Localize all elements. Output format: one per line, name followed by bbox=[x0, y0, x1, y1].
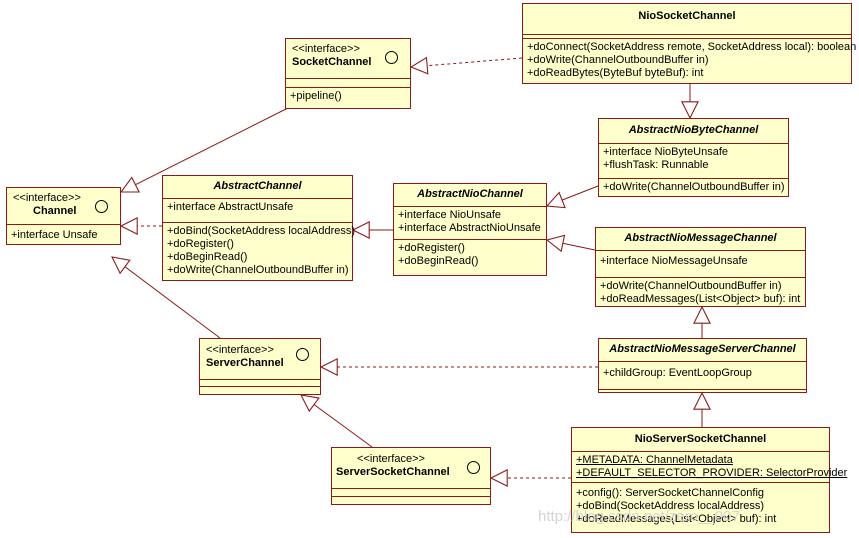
abstract-nio-byte-channel-extends-abstract-nio-channel bbox=[547, 185, 599, 206]
operation: +doRegister() bbox=[167, 238, 234, 250]
operation: +doWrite(ChannelOutboundBuffer in) bbox=[527, 54, 709, 66]
stereotype-label: <<interface>> bbox=[13, 192, 81, 204]
interface-name: ServerChannel bbox=[206, 357, 284, 369]
operations-section: +config(): ServerSocketChannelConfig +do… bbox=[572, 483, 829, 528]
attributes-section: +childGroup: EventLoopGroup bbox=[599, 362, 806, 390]
class-abstract-channel[interactable]: AbstractChannel +interface AbstractUnsaf… bbox=[162, 175, 356, 281]
interface-channel[interactable]: <<interface>> Channel +interface Unsafe bbox=[6, 187, 121, 245]
operations-section: +doWrite(ChannelOutboundBuffer in) bbox=[599, 179, 788, 196]
operation: +doWrite(ChannelOutboundBuffer in) bbox=[167, 264, 349, 276]
attributes-section: +METADATA: ChannelMetadata +DEFAULT_SELE… bbox=[572, 452, 848, 483]
operations-section: +doWrite(ChannelOutboundBuffer in) +doRe… bbox=[596, 278, 805, 308]
operations-section: +interface Unsafe bbox=[7, 225, 120, 244]
operation: +pipeline() bbox=[290, 90, 342, 102]
class-abstract-nio-message-server-channel[interactable]: AbstractNioMessageServerChannel +childGr… bbox=[598, 338, 807, 393]
server-socket-channel-extends-server-channel bbox=[301, 395, 373, 448]
interface-server-socket-channel[interactable]: <<interface>> ServerSocketChannel bbox=[331, 447, 491, 505]
operations-section: +pipeline() bbox=[286, 88, 410, 105]
class-nio-server-socket-channel[interactable]: NioServerSocketChannel +METADATA: Channe… bbox=[571, 427, 848, 533]
operation: +doConnect(SocketAddress remote, SocketA… bbox=[527, 41, 857, 53]
class-name: AbstractNioMessageServerChannel bbox=[609, 343, 796, 355]
interface-lollipop-icon bbox=[467, 461, 480, 474]
static-attribute: +METADATA: ChannelMetadata bbox=[576, 454, 733, 466]
class-name: NioServerSocketChannel bbox=[634, 433, 767, 445]
attributes-section bbox=[332, 489, 490, 497]
operation: +doReadMessages(List<Object> buf): int bbox=[576, 513, 777, 525]
socket-channel-extends-channel bbox=[121, 107, 289, 192]
class-abstract-nio-message-channel[interactable]: AbstractNioMessageChannel +interface Nio… bbox=[595, 227, 806, 307]
static-attribute: +DEFAULT_SELECTOR_PROVIDER: SelectorProv… bbox=[576, 467, 848, 479]
operations-section bbox=[200, 387, 320, 393]
attribute: +flushTask: Runnable bbox=[603, 159, 709, 171]
operation: +doReadMessages(List<Object> buf): int bbox=[600, 293, 801, 305]
interface-lollipop-icon bbox=[95, 200, 108, 213]
operations-section: +doBind(SocketAddress localAddress) +doR… bbox=[163, 223, 356, 279]
operation: +doBind(SocketAddress localAddress) bbox=[167, 225, 356, 237]
interface-server-channel[interactable]: <<interface>> ServerChannel bbox=[199, 338, 321, 395]
stereotype-label: <<interface>> bbox=[357, 453, 425, 465]
operations-section: +doRegister() +doBeginRead() bbox=[394, 240, 546, 270]
operations-section bbox=[599, 390, 806, 394]
operation: +doRegister() bbox=[398, 242, 465, 254]
attributes-section: +interface NioMessageUnsafe bbox=[596, 251, 805, 278]
nio-socket-channel-realizes-socket-channel bbox=[411, 58, 523, 67]
class-nio-socket-channel[interactable]: NioSocketChannel +doConnect(SocketAddres… bbox=[522, 3, 857, 84]
class-name: AbstractChannel bbox=[213, 180, 302, 192]
attributes-section bbox=[523, 35, 851, 39]
interface-name: SocketChannel bbox=[292, 56, 372, 68]
operation: +doReadBytes(ByteBuf byteBuf): int bbox=[527, 67, 704, 79]
class-name: NioSocketChannel bbox=[638, 10, 736, 22]
operation: +doBeginRead() bbox=[398, 255, 479, 267]
attributes-section: +interface NioByteUnsafe +flushTask: Run… bbox=[599, 144, 788, 179]
interface-socket-channel[interactable]: <<interface>> SocketChannel +pipeline() bbox=[285, 38, 411, 109]
watermark-text: http://blog.csdn.net/zero__007 bbox=[538, 508, 740, 525]
server-channel-extends-channel bbox=[112, 257, 221, 339]
operations-section bbox=[332, 497, 490, 504]
attributes-section bbox=[286, 79, 410, 88]
class-name: AbstractNioChannel bbox=[417, 188, 523, 200]
operations-section: +doConnect(SocketAddress remote, SocketA… bbox=[523, 39, 857, 82]
attribute: +interface AbstractNioUnsafe bbox=[398, 222, 541, 234]
interface-name: Channel bbox=[33, 205, 77, 217]
interface-lollipop-icon bbox=[296, 348, 309, 361]
operation: +interface Unsafe bbox=[11, 229, 98, 241]
class-name: AbstractNioMessageChannel bbox=[624, 232, 777, 244]
attribute: +interface NioMessageUnsafe bbox=[600, 255, 748, 267]
attribute: +childGroup: EventLoopGroup bbox=[603, 367, 752, 379]
attributes-section: +interface NioUnsafe +interface Abstract… bbox=[394, 207, 546, 240]
class-abstract-nio-channel[interactable]: AbstractNioChannel +interface NioUnsafe … bbox=[393, 183, 547, 276]
operation: +doBeginRead() bbox=[167, 251, 248, 263]
operation: +doWrite(ChannelOutboundBuffer in) bbox=[603, 181, 785, 193]
class-abstract-nio-byte-channel[interactable]: AbstractNioByteChannel +interface NioByt… bbox=[598, 118, 789, 197]
stereotype-label: <<interface>> bbox=[292, 43, 360, 55]
attributes-section: +interface AbstractUnsafe bbox=[163, 199, 352, 223]
class-name: AbstractNioByteChannel bbox=[628, 124, 759, 136]
interface-name: ServerSocketChannel bbox=[336, 466, 450, 478]
attribute: +interface AbstractUnsafe bbox=[167, 201, 294, 213]
operation: +config(): ServerSocketChannelConfig bbox=[576, 487, 765, 499]
abstract-nio-message-channel-extends-abstract-nio-channel bbox=[547, 240, 596, 250]
attribute: +interface NioUnsafe bbox=[398, 209, 502, 221]
operation: +doBind(SocketAddress localAddress) bbox=[576, 500, 765, 512]
attribute: +interface NioByteUnsafe bbox=[603, 146, 729, 158]
stereotype-label: <<interface>> bbox=[206, 344, 274, 356]
attributes-section bbox=[200, 380, 320, 387]
operation: +doWrite(ChannelOutboundBuffer in) bbox=[600, 280, 782, 292]
interface-lollipop-icon bbox=[385, 51, 398, 64]
